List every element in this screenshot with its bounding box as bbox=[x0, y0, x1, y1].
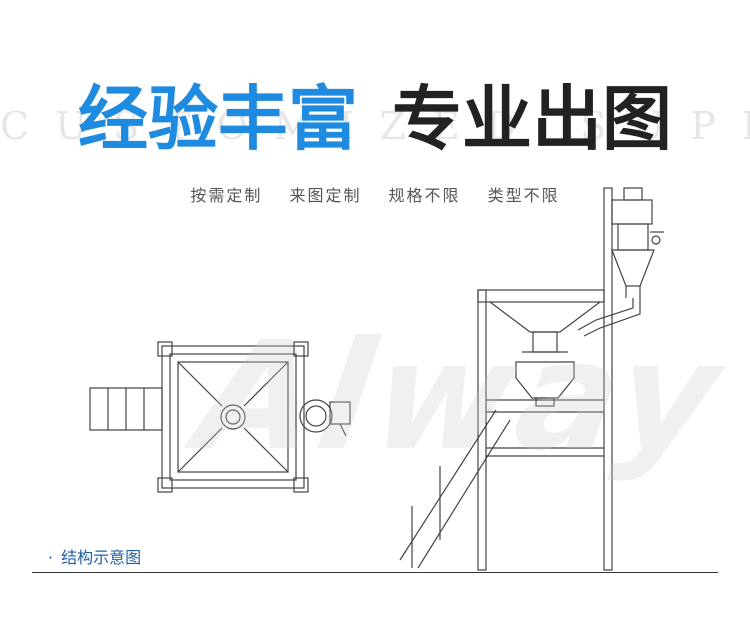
baseline-divider bbox=[32, 572, 718, 573]
tagline-item: 规格不限 bbox=[388, 186, 461, 205]
headline-right: 专业出图 bbox=[392, 78, 672, 160]
top-view bbox=[89, 341, 351, 493]
diagram-caption: · 结构示意图 bbox=[48, 544, 141, 568]
tagline-item: 按需定制 bbox=[190, 186, 263, 205]
watermark: Alway bbox=[187, 310, 733, 484]
tagline-item: 来图定制 bbox=[289, 186, 362, 205]
side-view bbox=[399, 187, 664, 571]
headline: 经验丰富专业出图 bbox=[0, 74, 750, 164]
headline-left: 经验丰富 bbox=[78, 78, 358, 160]
caption-text: 结构示意图 bbox=[61, 548, 142, 567]
background-letters: CUSTOMIZED SUPPORT bbox=[0, 104, 750, 148]
caption-bullet: · bbox=[48, 548, 54, 567]
tagline-item: 类型不限 bbox=[487, 186, 560, 205]
tagline: 按需定制 来图定制 规格不限 类型不限 bbox=[0, 182, 750, 206]
